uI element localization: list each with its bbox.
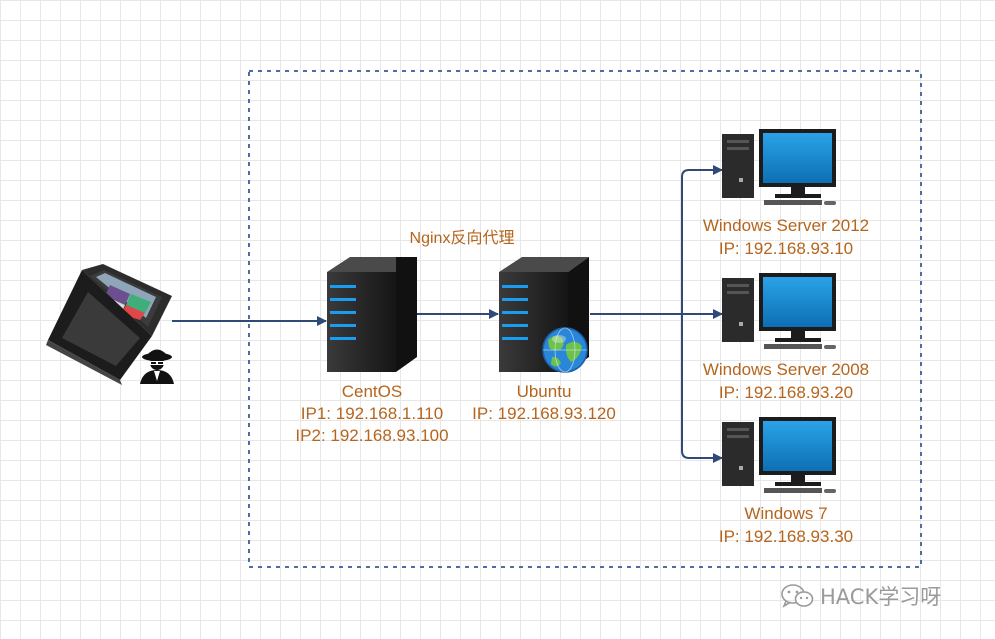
internal-network-boundary [248, 70, 922, 568]
desktop-pc-icon-ws2008 [722, 273, 836, 349]
desktop-pc-icon-win7 [722, 417, 836, 493]
arrow-to-win7 [681, 314, 723, 463]
win7-name: Windows 7 [744, 504, 828, 523]
globe-icon [542, 327, 588, 373]
server-icon-centos [327, 257, 417, 372]
watermark-text: HACK学习呀 [820, 585, 942, 609]
hacker-icon [140, 349, 174, 384]
proxy-label: Nginx反向代理 [409, 230, 515, 247]
centos-ip1: IP1: 192.168.1.110 [300, 404, 444, 423]
ws2012-name: Windows Server 2012 [702, 216, 870, 235]
ws2008-ip: IP: 192.168.93.20 [718, 383, 854, 402]
win7-ip: IP: 192.168.93.30 [718, 527, 854, 546]
wechat-icon [781, 584, 814, 608]
watermark: HACK学习呀 [780, 582, 941, 610]
centos-ip2: IP2: 192.168.93.100 [295, 426, 449, 445]
desktop-pc-icon-ws2012 [722, 129, 836, 205]
ubuntu-ip: IP: 192.168.93.120 [472, 404, 616, 423]
ws2012-ip: IP: 192.168.93.10 [718, 239, 854, 258]
connectors [172, 165, 723, 463]
ubuntu-name: Ubuntu [516, 382, 572, 401]
centos-name: CentOS [341, 382, 403, 401]
ws2008-name: Windows Server 2008 [702, 360, 870, 379]
attacker-laptop-icon [46, 264, 172, 385]
arrow-to-ws2012 [681, 165, 723, 314]
